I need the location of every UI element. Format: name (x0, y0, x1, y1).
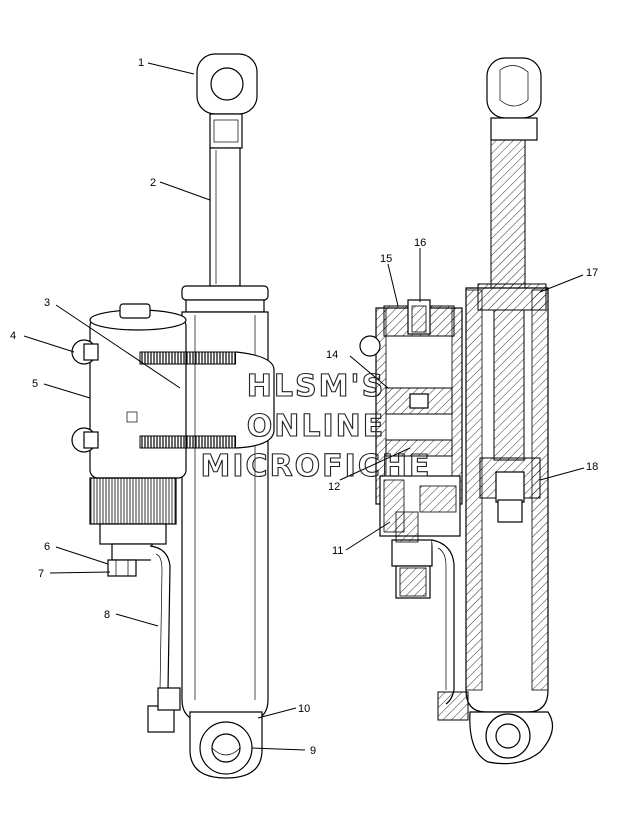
watermark-line-3: MICROFICHE (201, 449, 432, 484)
watermark-line-2: ONLINE (247, 409, 386, 444)
callout-16: 16 (414, 237, 426, 249)
watermark-line-1: HLSM'S (247, 369, 385, 404)
callout-2: 2 (150, 177, 156, 189)
callout-15: 15 (380, 253, 392, 265)
left-shock-exterior (71, 53, 275, 779)
callout-11: 11 (332, 545, 343, 557)
callout-17: 17 (586, 267, 598, 279)
callout-8: 8 (104, 609, 110, 621)
right-shock-cutaway (359, 57, 554, 765)
callout-1: 1 (138, 57, 144, 69)
leader-lines (23, 62, 585, 751)
callout-6: 6 (44, 541, 50, 553)
callout-5: 5 (32, 378, 38, 390)
callout-labels: 1 2 3 4 5 6 7 8 9 10 11 12 14 15 16 17 1… (10, 57, 598, 757)
callout-14: 14 (326, 349, 338, 361)
callout-9: 9 (310, 745, 316, 757)
callout-18: 18 (586, 461, 598, 473)
callout-12: 12 (328, 481, 340, 493)
callout-3: 3 (44, 297, 50, 309)
callout-10: 10 (298, 703, 310, 715)
watermark: HLSM'S ONLINE MICROFICHE (200, 368, 432, 484)
callout-7: 7 (38, 568, 44, 580)
callout-4: 4 (10, 330, 16, 342)
